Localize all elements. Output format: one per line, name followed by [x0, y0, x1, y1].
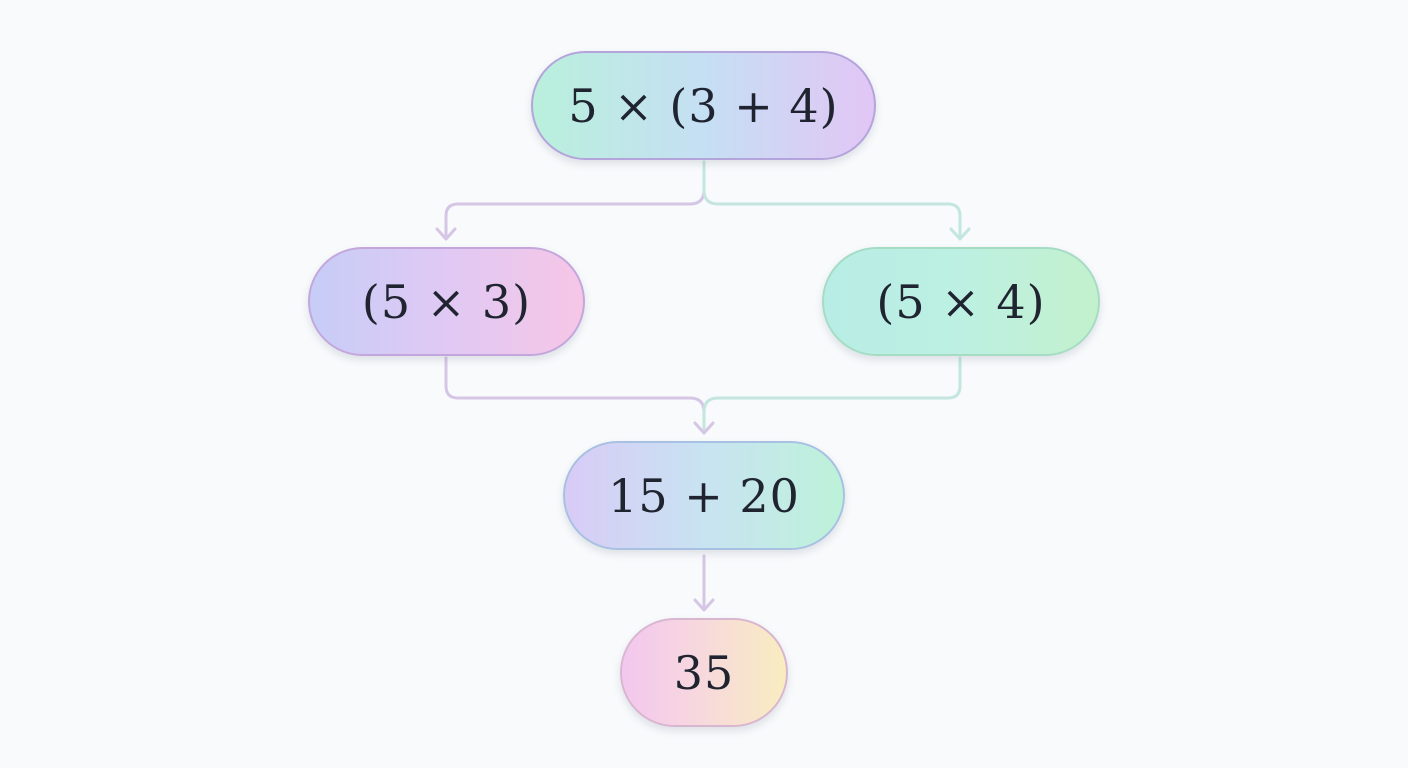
edge-sum-arrowhead: [693, 421, 715, 435]
edge-right-sum: [702, 356, 962, 434]
node-result: 35: [620, 618, 788, 727]
node-root-expression: 5 × (3 + 4): [531, 51, 876, 160]
edge-root-left: [444, 160, 706, 240]
edge-root-right-arrowhead: [949, 227, 971, 241]
edge-root-right: [702, 160, 962, 240]
node-right-label: (5 × 4): [876, 274, 1046, 329]
edge-root-left-arrowhead: [435, 227, 457, 241]
node-left-product: (5 × 3): [308, 247, 585, 356]
node-left-label: (5 × 3): [361, 274, 532, 329]
node-result-label: 35: [673, 645, 735, 700]
node-right-product: (5 × 4): [822, 247, 1100, 356]
node-sum-label: 15 + 20: [608, 468, 800, 523]
edge-result-arrowhead: [693, 598, 715, 612]
node-root-label: 5 × (3 + 4): [568, 78, 839, 133]
node-sum: 15 + 20: [563, 441, 845, 550]
edge-left-sum: [444, 356, 706, 434]
